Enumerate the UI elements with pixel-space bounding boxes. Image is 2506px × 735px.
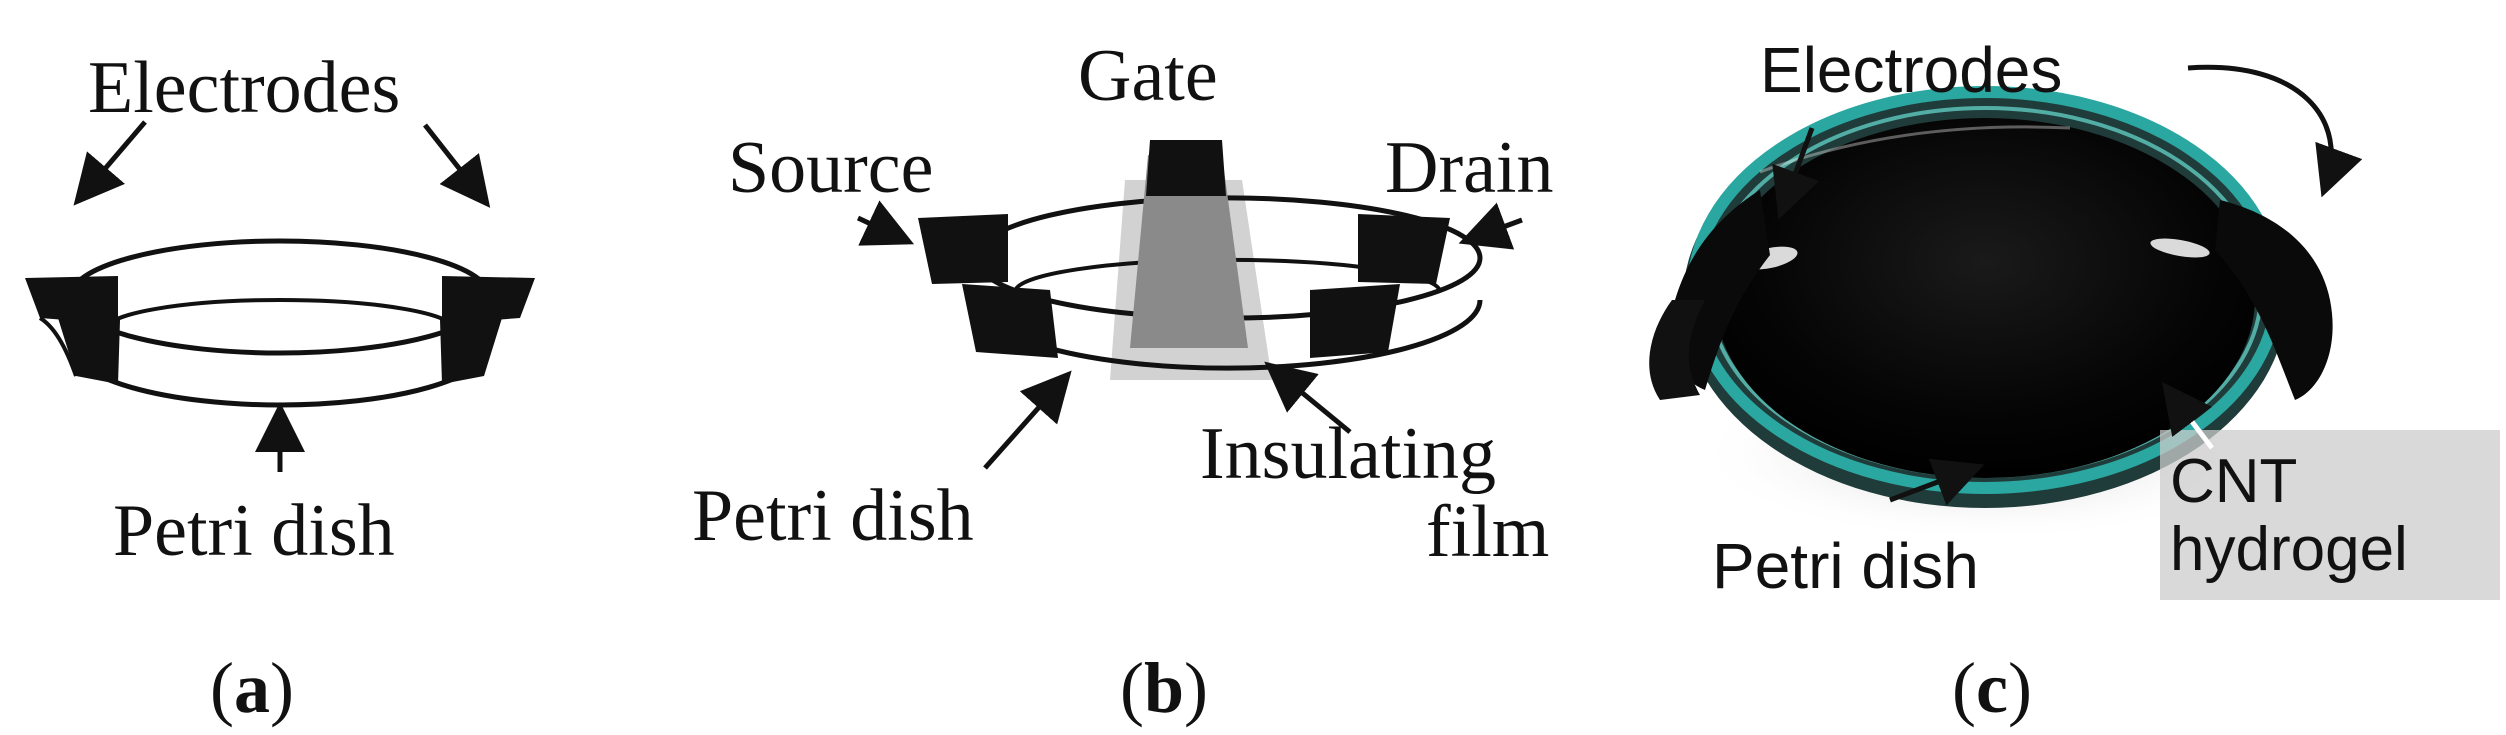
- cnt-label-line1: CNT: [2170, 447, 2297, 516]
- left-electrode: [25, 276, 120, 384]
- arrow-drain: [1458, 202, 1523, 250]
- arrow-electrodes-right: [423, 123, 491, 208]
- electrodes-label: Electrodes: [1760, 34, 2062, 106]
- arrow-petri-dish: [1889, 458, 1985, 506]
- right-electrode: [440, 276, 535, 384]
- panel-b: Gate Source Drain Petri dish Insulating …: [692, 35, 1554, 728]
- left-electrode-tail: [1649, 300, 1705, 400]
- right-electrode: [2215, 200, 2333, 400]
- caption-c: (c): [1952, 648, 2032, 728]
- gate-cap: [1146, 140, 1226, 196]
- petri-dish-label: Petri dish: [692, 475, 974, 557]
- cnt-label-line2: hydrogel: [2170, 515, 2408, 584]
- petri-dish-label: Petri dish: [1712, 530, 1979, 602]
- drain-electrode: [1310, 214, 1450, 358]
- left-electrode: [1669, 190, 1770, 390]
- gate-strip: [1130, 155, 1248, 348]
- panel-a: Electrodes Petri dish (a): [25, 47, 535, 728]
- panel-c: Electrodes CNT hydrogel Petri dish (c): [1649, 34, 2500, 728]
- caption-b: (b): [1120, 648, 1208, 728]
- arrow-electrodes-left: [1772, 127, 1820, 220]
- arrow-electrodes-left: [73, 120, 147, 206]
- arrow-electrodes-curved: [2187, 64, 2363, 198]
- insulating-label-line1: Insulating: [1200, 413, 1496, 495]
- insulating-label-line2: film: [1426, 491, 1549, 573]
- source-electrode: [918, 214, 1058, 358]
- arrow-cnt-hydrogel: [2161, 382, 2214, 450]
- drain-label: Drain: [1385, 127, 1554, 209]
- petri-dish-ring: [67, 238, 493, 408]
- gate-label: Gate: [1078, 35, 1218, 117]
- cnt-label-bg: [2160, 430, 2500, 600]
- arrow-petri-dish: [983, 370, 1072, 470]
- cnt-hydrogel: [1715, 118, 2255, 478]
- petri-dish-label: Petri dish: [113, 490, 395, 572]
- glare-rim: [1759, 125, 2071, 174]
- caption-a: (a): [210, 648, 294, 728]
- electrodes-label: Electrodes: [88, 47, 400, 129]
- arrow-insulating-film: [1264, 361, 1352, 434]
- source-label: Source: [728, 127, 934, 209]
- glare-right: [2150, 238, 2210, 258]
- arrow-source: [856, 200, 915, 246]
